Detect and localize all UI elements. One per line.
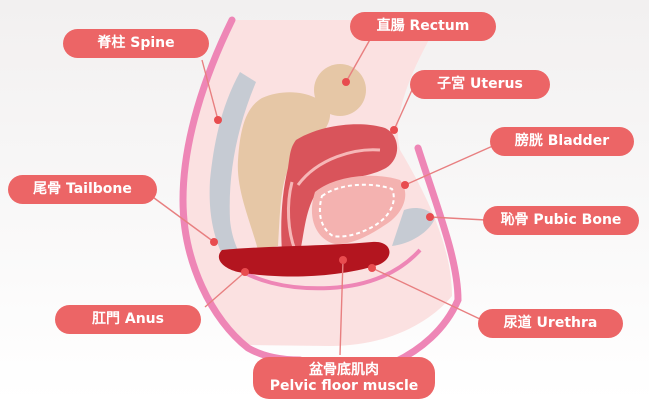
- label-bladder: 膀胱 Bladder: [490, 127, 634, 156]
- dot-bladder: [401, 181, 409, 189]
- rectum-upper-lobe: [314, 64, 366, 116]
- label-pelvic-floor-muscle: 盆骨底肌肉 Pelvic floor muscle: [253, 357, 435, 399]
- label-anus: 肛門 Anus: [55, 305, 201, 334]
- label-spine: 脊柱 Spine: [63, 29, 209, 58]
- dot-rectum: [342, 78, 350, 86]
- label-pubic-bone: 恥骨 Pubic Bone: [483, 206, 639, 235]
- dot-anus: [241, 268, 249, 276]
- label-tailbone: 尾骨 Tailbone: [8, 175, 157, 204]
- label-uterus: 子宮 Uterus: [410, 70, 550, 99]
- label-urethra: 尿道 Urethra: [478, 309, 623, 338]
- label-pelvic-floor-en: Pelvic floor muscle: [270, 378, 419, 394]
- dot-tailbone: [210, 238, 218, 246]
- dot-urethra: [368, 264, 376, 272]
- label-pelvic-floor-zh: 盆骨底肌肉: [309, 362, 379, 378]
- dot-uterus: [390, 126, 398, 134]
- dot-spine: [214, 116, 222, 124]
- dot-pubic-bone: [426, 213, 434, 221]
- dot-pelvic-floor: [339, 256, 347, 264]
- label-rectum: 直腸 Rectum: [350, 12, 496, 41]
